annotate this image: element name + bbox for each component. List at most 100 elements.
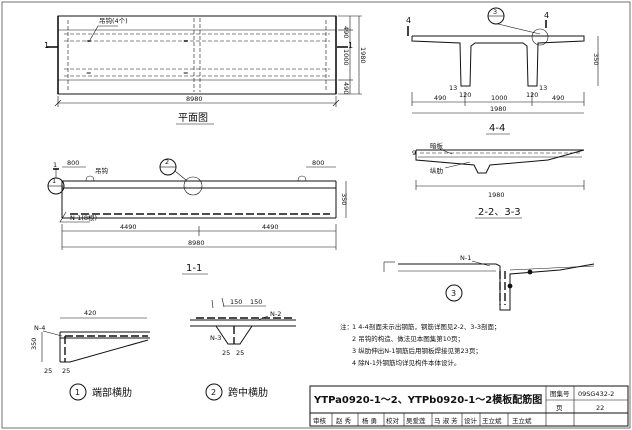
section23-label-top: 暗板 <box>430 141 444 150</box>
section11-dim-4490-a: 4490 <box>120 223 137 231</box>
end-rib-dim-bottom-2: 25 <box>62 367 70 375</box>
plan-view: 1 1 = = = = 吊钩(4个) 8980 <box>44 15 367 125</box>
section11-title: 1-1 <box>186 263 202 274</box>
mid-rib-rebar-label: N-3 <box>210 334 221 342</box>
notes: 注： 1 4-4剖面未示出钢筋，钢筋详图见2-2、3-3剖面； 2 吊钩的构造、… <box>340 322 501 367</box>
hook-icon <box>85 175 95 182</box>
detail-2-zone <box>183 176 203 196</box>
plan-dim-total: 8980 <box>186 95 203 103</box>
tb-row-label-3: 校对 <box>386 416 400 425</box>
page-number: 22 <box>596 404 604 412</box>
drawing-title: YTPa0920-1～2、YTPb0920-1～2模板配筋图 <box>313 393 542 406</box>
section44-dim-height: 350 <box>592 53 600 65</box>
end-rib-caption: 端部横肋 <box>92 386 132 399</box>
section44-rib-dim-1: 13 <box>449 84 457 92</box>
mid-rib-dim-bottom-2: 25 <box>236 349 244 357</box>
atlas-label: 图集号 <box>550 389 570 398</box>
detail3-outline <box>398 263 595 311</box>
section11-dim-height: 350 <box>340 193 348 205</box>
section44-mark-left: 4 <box>406 16 411 25</box>
mid-rib-dim-top-2: 150 <box>250 298 262 306</box>
section-2-2-3-3: 9 暗板 纵肋 1980 2-2、3-3 <box>412 141 585 219</box>
section11-dim-800-right: 800 <box>312 159 324 167</box>
section44-outline <box>411 35 585 87</box>
plan-section-mark-left: 1 <box>44 41 49 50</box>
plan-dim-width: 1980 <box>359 47 367 64</box>
section44-dim-bottom-2: 1000 <box>491 94 508 102</box>
notes-heading: 注： <box>340 322 353 331</box>
tb-signature-2: 杨 勇 <box>362 416 377 425</box>
plan-section-mark-right: 1 <box>348 41 353 50</box>
section44-dim-total: 1980 <box>490 105 507 113</box>
mid-rib-marker <box>205 383 223 401</box>
section23-label-side: 纵肋 <box>430 166 444 175</box>
section11-dim-total: 8980 <box>188 239 205 247</box>
note-item-4: 4 除N-1外钢筋均详见构件本体设计。 <box>352 358 461 367</box>
section-4-4: 4 4 3 490 1000 490 1980 13 120 13 120 35… <box>406 7 600 135</box>
mid-rib-rebar-label-b: N-2 <box>270 310 281 318</box>
section44-dim-bottom-3: 490 <box>552 94 564 102</box>
tb-signature-3: 吴爱莲 <box>406 416 426 425</box>
plan-hook-callout: 吊钩(4个) <box>99 16 128 25</box>
hook-icon <box>297 175 307 182</box>
section11-detail1-mark: 1 <box>53 161 57 169</box>
section23-mark: 9 <box>412 149 416 157</box>
hook-mark: = <box>86 69 91 77</box>
note-item-1: 1 4-4剖面未示出钢筋，钢筋详图见2-2、3-3剖面； <box>352 322 501 331</box>
section44-rib-dim-2: 120 <box>459 91 471 99</box>
page-label: 页 <box>556 404 563 412</box>
tb-row-label-4: 设计 <box>464 416 478 425</box>
plan-outline <box>57 15 337 95</box>
detail3-marker <box>445 284 463 302</box>
note-item-3: 3 纵肋伸出N-1钢筋后用钢板焊接见第23页； <box>352 346 482 355</box>
section23-dim-total: 1980 <box>488 191 505 199</box>
end-rib-dim-top: 420 <box>84 309 96 317</box>
mid-rib-caption: 跨中横肋 <box>228 386 268 399</box>
tb-signature-1: 赵 秀 <box>336 416 352 425</box>
detail3-rebar-label: N-1 <box>460 254 471 262</box>
section44-rib-dim-3: 13 <box>539 84 547 92</box>
detail-end-rib: 420 N-4 350 25 25 1 端部横肋 <box>30 309 150 401</box>
section11-dim-800-left: 800 <box>67 159 79 167</box>
section11-detail1-top: 1 <box>52 177 56 185</box>
section44-rib-dim-4: 120 <box>526 91 538 99</box>
section11-rebar-label: N-1(8根) <box>70 213 97 222</box>
end-rib-dim-bottom-1: 25 <box>44 367 52 375</box>
section11-detail2-top: 2 <box>165 158 169 166</box>
section44-dim-bottom-1: 490 <box>434 94 446 102</box>
section44-mark-right: 4 <box>544 11 549 20</box>
plan-title: 平面图 <box>178 112 208 124</box>
section11-dim-4490-b: 4490 <box>262 223 279 231</box>
tb-signature-5: 王立斌 <box>482 416 502 425</box>
section11-hook-label: 吊钩 <box>95 166 109 175</box>
detail-3: N-1 3 <box>383 254 595 311</box>
end-rib-dim-h: 350 <box>30 338 38 350</box>
hook-mark: = <box>86 37 91 45</box>
detail3-label: 3 <box>451 289 456 298</box>
hook-mark: = <box>183 69 188 77</box>
section44-title: 4-4 <box>489 123 505 134</box>
plan-dim-w3: 490 <box>342 82 350 94</box>
tb-row-label-5: 王立斌 <box>512 416 532 425</box>
section-1-1: 吊钩 800 800 1 1 2 N-1(8根) 4490 4490 8980 … <box>47 158 348 275</box>
mid-rib-dim-bottom-1: 25 <box>222 349 230 357</box>
title-block: YTPa0920-1～2、YTPb0920-1～2模板配筋图 图集号 09SG4… <box>309 385 629 427</box>
mid-rib-dim-top-1: 150 <box>230 298 242 306</box>
end-rib-marker <box>69 383 87 401</box>
end-rib-number: 1 <box>75 388 80 397</box>
note-item-2: 2 吊钩的构造、做法见本图集第10页； <box>352 334 464 343</box>
section44-detail3-top: 3 <box>493 8 497 16</box>
mid-rib-number: 2 <box>211 388 216 397</box>
plan-dim-w1: 490 <box>342 26 350 38</box>
hook-mark: = <box>183 37 188 45</box>
detail-mid-rib: 150 150 N-3 N-2 25 25 2 跨中横肋 <box>190 297 296 401</box>
tb-signature-4: 马 淑 芳 <box>434 416 458 425</box>
section23-outline <box>415 149 585 174</box>
section23-title: 2-2、3-3 <box>478 207 521 218</box>
plan-dim-w2: 1000 <box>342 49 350 66</box>
tb-row-label-1: 审核 <box>313 416 327 425</box>
atlas-number: 09SG432-2 <box>578 390 614 398</box>
end-rib-rebar: N-4 <box>34 324 45 332</box>
